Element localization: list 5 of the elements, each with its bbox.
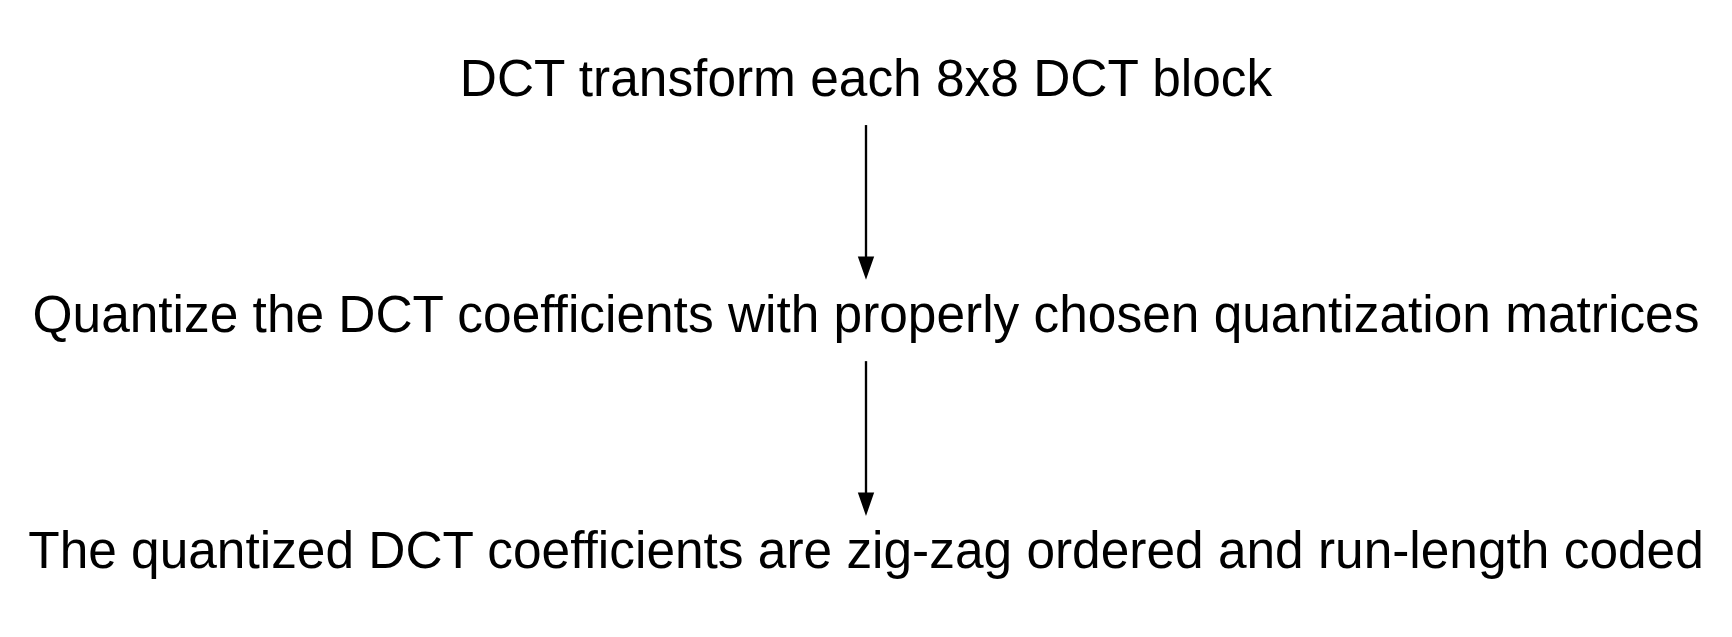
node-text: DCT transform each 8x8 DCT block	[459, 48, 1273, 107]
arrow	[857, 125, 875, 280]
node-text: Quantize the DCT coefficients with properly chosen quantization matrices	[32, 284, 1700, 343]
arrow	[857, 361, 875, 516]
node-text: The quantized DCT coefficients are zig-zag ordered and run-length coded	[28, 520, 1704, 579]
